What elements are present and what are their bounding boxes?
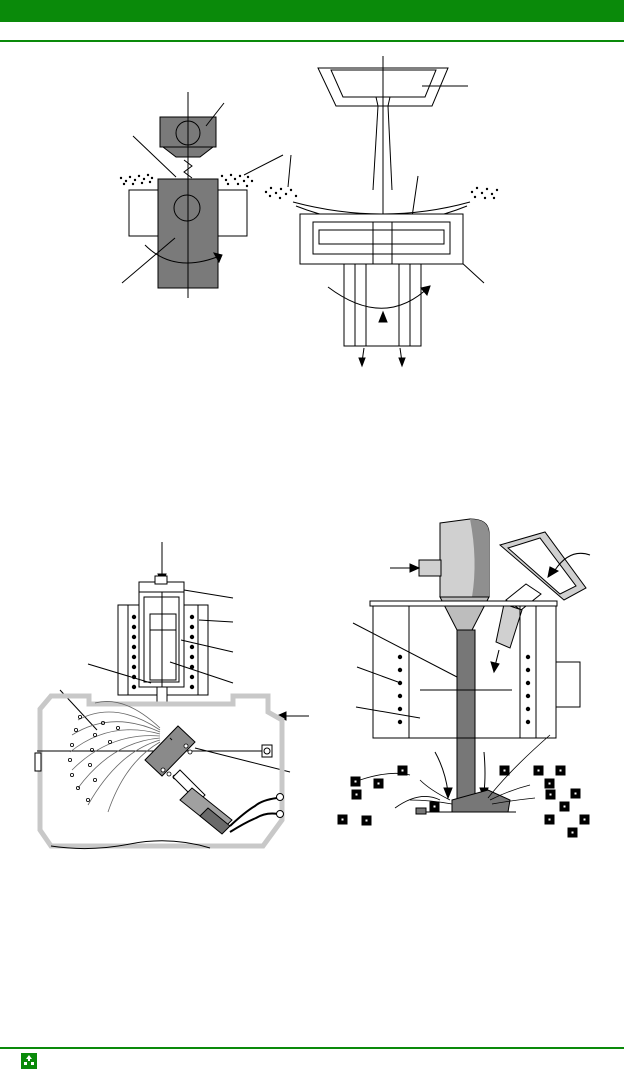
recycling-logo-icon xyxy=(21,1053,37,1069)
header-bar xyxy=(0,0,624,22)
header-rule xyxy=(0,40,624,42)
footer-rule xyxy=(0,1047,624,1049)
centrifugal-atomizer-small-figure xyxy=(119,92,284,298)
powder-particle-left xyxy=(337,765,440,826)
induction-melt-atomizer-figure xyxy=(34,542,309,850)
powder-particle-right xyxy=(499,765,590,838)
rotating-disc-atomizer-figure xyxy=(264,56,499,368)
gas-atomization-tower-figure xyxy=(337,518,591,838)
